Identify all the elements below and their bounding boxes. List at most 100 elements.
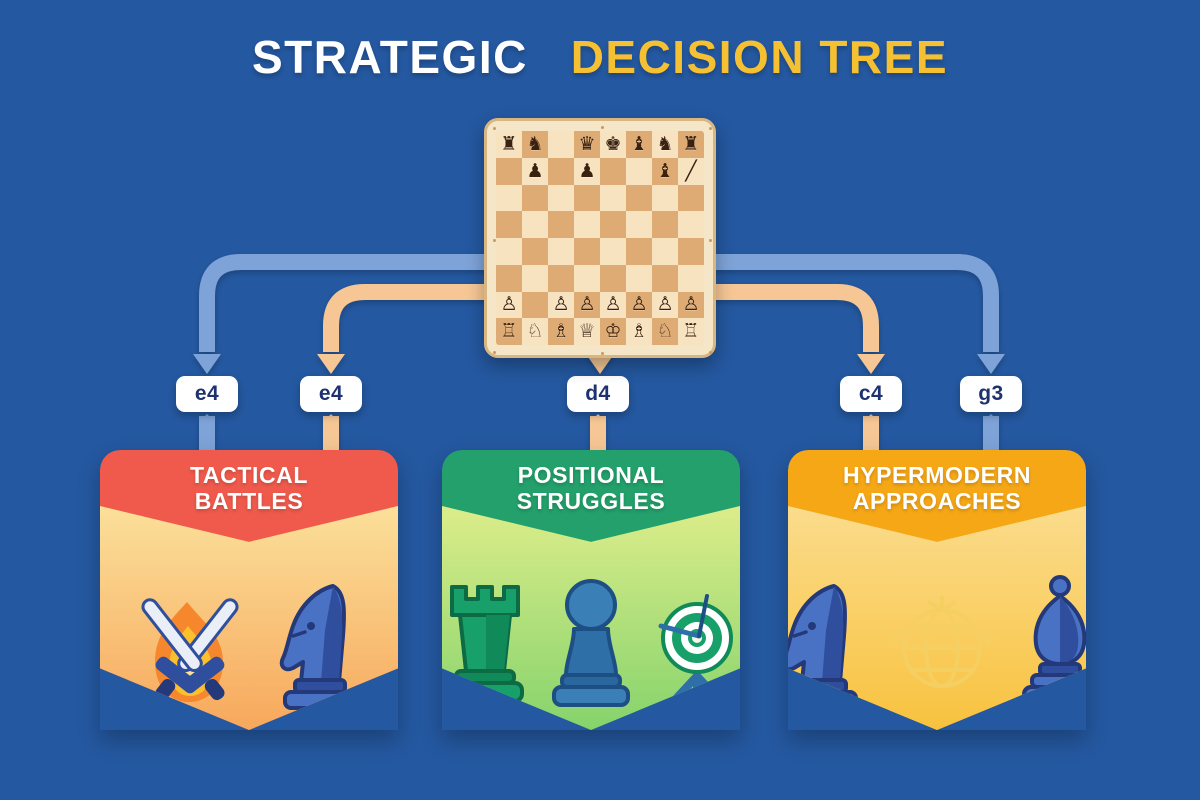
move-label-e4[interactable]: e4 (176, 376, 238, 412)
board-square[interactable] (678, 238, 704, 265)
board-frame-dot (493, 239, 496, 242)
move-label-e4[interactable]: e4 (300, 376, 362, 412)
board-square[interactable]: ╱ (678, 157, 704, 185)
board-square[interactable] (548, 211, 574, 238)
chess-board[interactable]: ♜♞♛♚♝♞♜♟♟♝╱♙♙♙♙♙♙♙♖♘♗♕♔♗♘♖ (484, 118, 716, 358)
move-label-g3[interactable]: g3 (960, 376, 1022, 412)
board-square[interactable]: ♖ (496, 318, 522, 345)
board-square[interactable] (522, 291, 548, 319)
board-square[interactable] (626, 264, 652, 292)
board-square[interactable] (652, 264, 678, 292)
card-header: HYPERMODERN APPROACHES (788, 450, 1086, 528)
board-square[interactable] (496, 211, 522, 238)
board-square[interactable] (678, 264, 704, 292)
board-square[interactable] (548, 157, 574, 185)
board-square[interactable]: ♞ (652, 131, 678, 158)
board-square[interactable]: ♙ (548, 291, 574, 319)
stem-cap (863, 414, 879, 422)
board-square[interactable] (496, 184, 522, 212)
chess-piece-icon: ♘ (656, 320, 674, 343)
board-square[interactable] (600, 264, 626, 292)
board-square[interactable] (496, 157, 522, 185)
board-square[interactable]: ♙ (652, 291, 678, 319)
board-square[interactable] (574, 238, 600, 265)
board-square[interactable]: ♕ (574, 318, 600, 345)
board-square[interactable] (548, 238, 574, 265)
board-square[interactable] (496, 264, 522, 292)
outcome-card-hypermodern-approaches[interactable]: HYPERMODERN APPROACHES (788, 450, 1086, 730)
board-square[interactable]: ♘ (652, 318, 678, 345)
board-square[interactable]: ♜ (678, 131, 704, 158)
chess-piece-icon: ♜ (500, 132, 518, 155)
board-square[interactable] (496, 238, 522, 265)
green-rook-icon (442, 575, 536, 720)
board-square[interactable] (678, 184, 704, 212)
card-title: POSITIONAL STRUGGLES (516, 462, 666, 514)
stem-cap (323, 414, 339, 422)
board-square[interactable]: ♝ (652, 157, 678, 185)
board-square[interactable] (574, 184, 600, 212)
board-frame-dot (601, 352, 604, 355)
board-square[interactable] (522, 264, 548, 292)
board-square[interactable]: ♗ (626, 318, 652, 345)
board-square[interactable]: ♖ (678, 318, 704, 345)
stem-cap (590, 414, 606, 422)
board-square[interactable]: ♔ (600, 318, 626, 345)
blue-knight-icon (263, 570, 373, 720)
board-square[interactable] (548, 131, 574, 158)
board-square[interactable]: ♛ (574, 131, 600, 158)
board-square[interactable]: ♝ (626, 131, 652, 158)
board-square[interactable] (600, 238, 626, 265)
board-square[interactable] (652, 184, 678, 212)
board-square[interactable]: ♟ (574, 157, 600, 185)
chess-piece-icon: ♙ (604, 293, 622, 316)
title-part-one: STRATEGIC (251, 31, 528, 83)
board-square[interactable] (652, 211, 678, 238)
board-square[interactable] (652, 238, 678, 265)
chess-piece-icon: ♔ (604, 320, 622, 343)
board-square[interactable]: ♙ (496, 291, 522, 319)
outcome-card-tactical-battles[interactable]: TACTICAL BATTLES (100, 450, 398, 730)
chess-piece-icon: ♖ (682, 320, 700, 343)
move-label-d4[interactable]: d4 (567, 376, 629, 412)
board-square[interactable]: ♗ (548, 318, 574, 345)
board-square[interactable]: ♘ (522, 318, 548, 345)
board-square[interactable] (626, 211, 652, 238)
branch-arrowhead (193, 354, 221, 374)
board-square[interactable] (600, 157, 626, 185)
board-square[interactable] (678, 211, 704, 238)
chess-piece-icon: ♙ (682, 293, 700, 316)
board-square[interactable] (522, 238, 548, 265)
card-art-group (788, 540, 1086, 720)
board-square[interactable] (626, 184, 652, 212)
board-square[interactable] (548, 184, 574, 212)
card-header: TACTICAL BATTLES (100, 450, 398, 528)
card-illustration-area (100, 506, 398, 730)
board-square[interactable]: ♙ (626, 291, 652, 319)
card-surface: TACTICAL BATTLES (100, 450, 398, 730)
board-square[interactable]: ♞ (522, 131, 548, 158)
board-square[interactable] (574, 264, 600, 292)
board-square[interactable]: ♟ (522, 157, 548, 185)
move-label-text: d4 (585, 382, 611, 405)
board-square[interactable] (574, 211, 600, 238)
branch-arrowhead (977, 354, 1005, 374)
move-label-c4[interactable]: c4 (840, 376, 902, 412)
board-square[interactable] (522, 184, 548, 212)
board-square[interactable] (600, 211, 626, 238)
target-bullseye-icon (647, 580, 741, 720)
outcome-card-positional-struggles[interactable]: POSITIONAL STRUGGLES (442, 450, 740, 730)
board-square[interactable]: ♙ (678, 291, 704, 319)
board-square[interactable] (626, 238, 652, 265)
board-square[interactable] (522, 211, 548, 238)
board-square[interactable] (600, 184, 626, 212)
board-square[interactable]: ♙ (574, 291, 600, 319)
branch-arrowhead (857, 354, 885, 374)
board-square[interactable]: ♙ (600, 291, 626, 319)
board-square[interactable]: ♜ (496, 131, 522, 158)
board-square[interactable] (548, 264, 574, 292)
card-illustration-area (788, 506, 1086, 730)
chess-piece-icon: ♙ (630, 293, 648, 316)
board-square[interactable]: ♚ (600, 131, 626, 158)
board-square[interactable] (626, 157, 652, 185)
